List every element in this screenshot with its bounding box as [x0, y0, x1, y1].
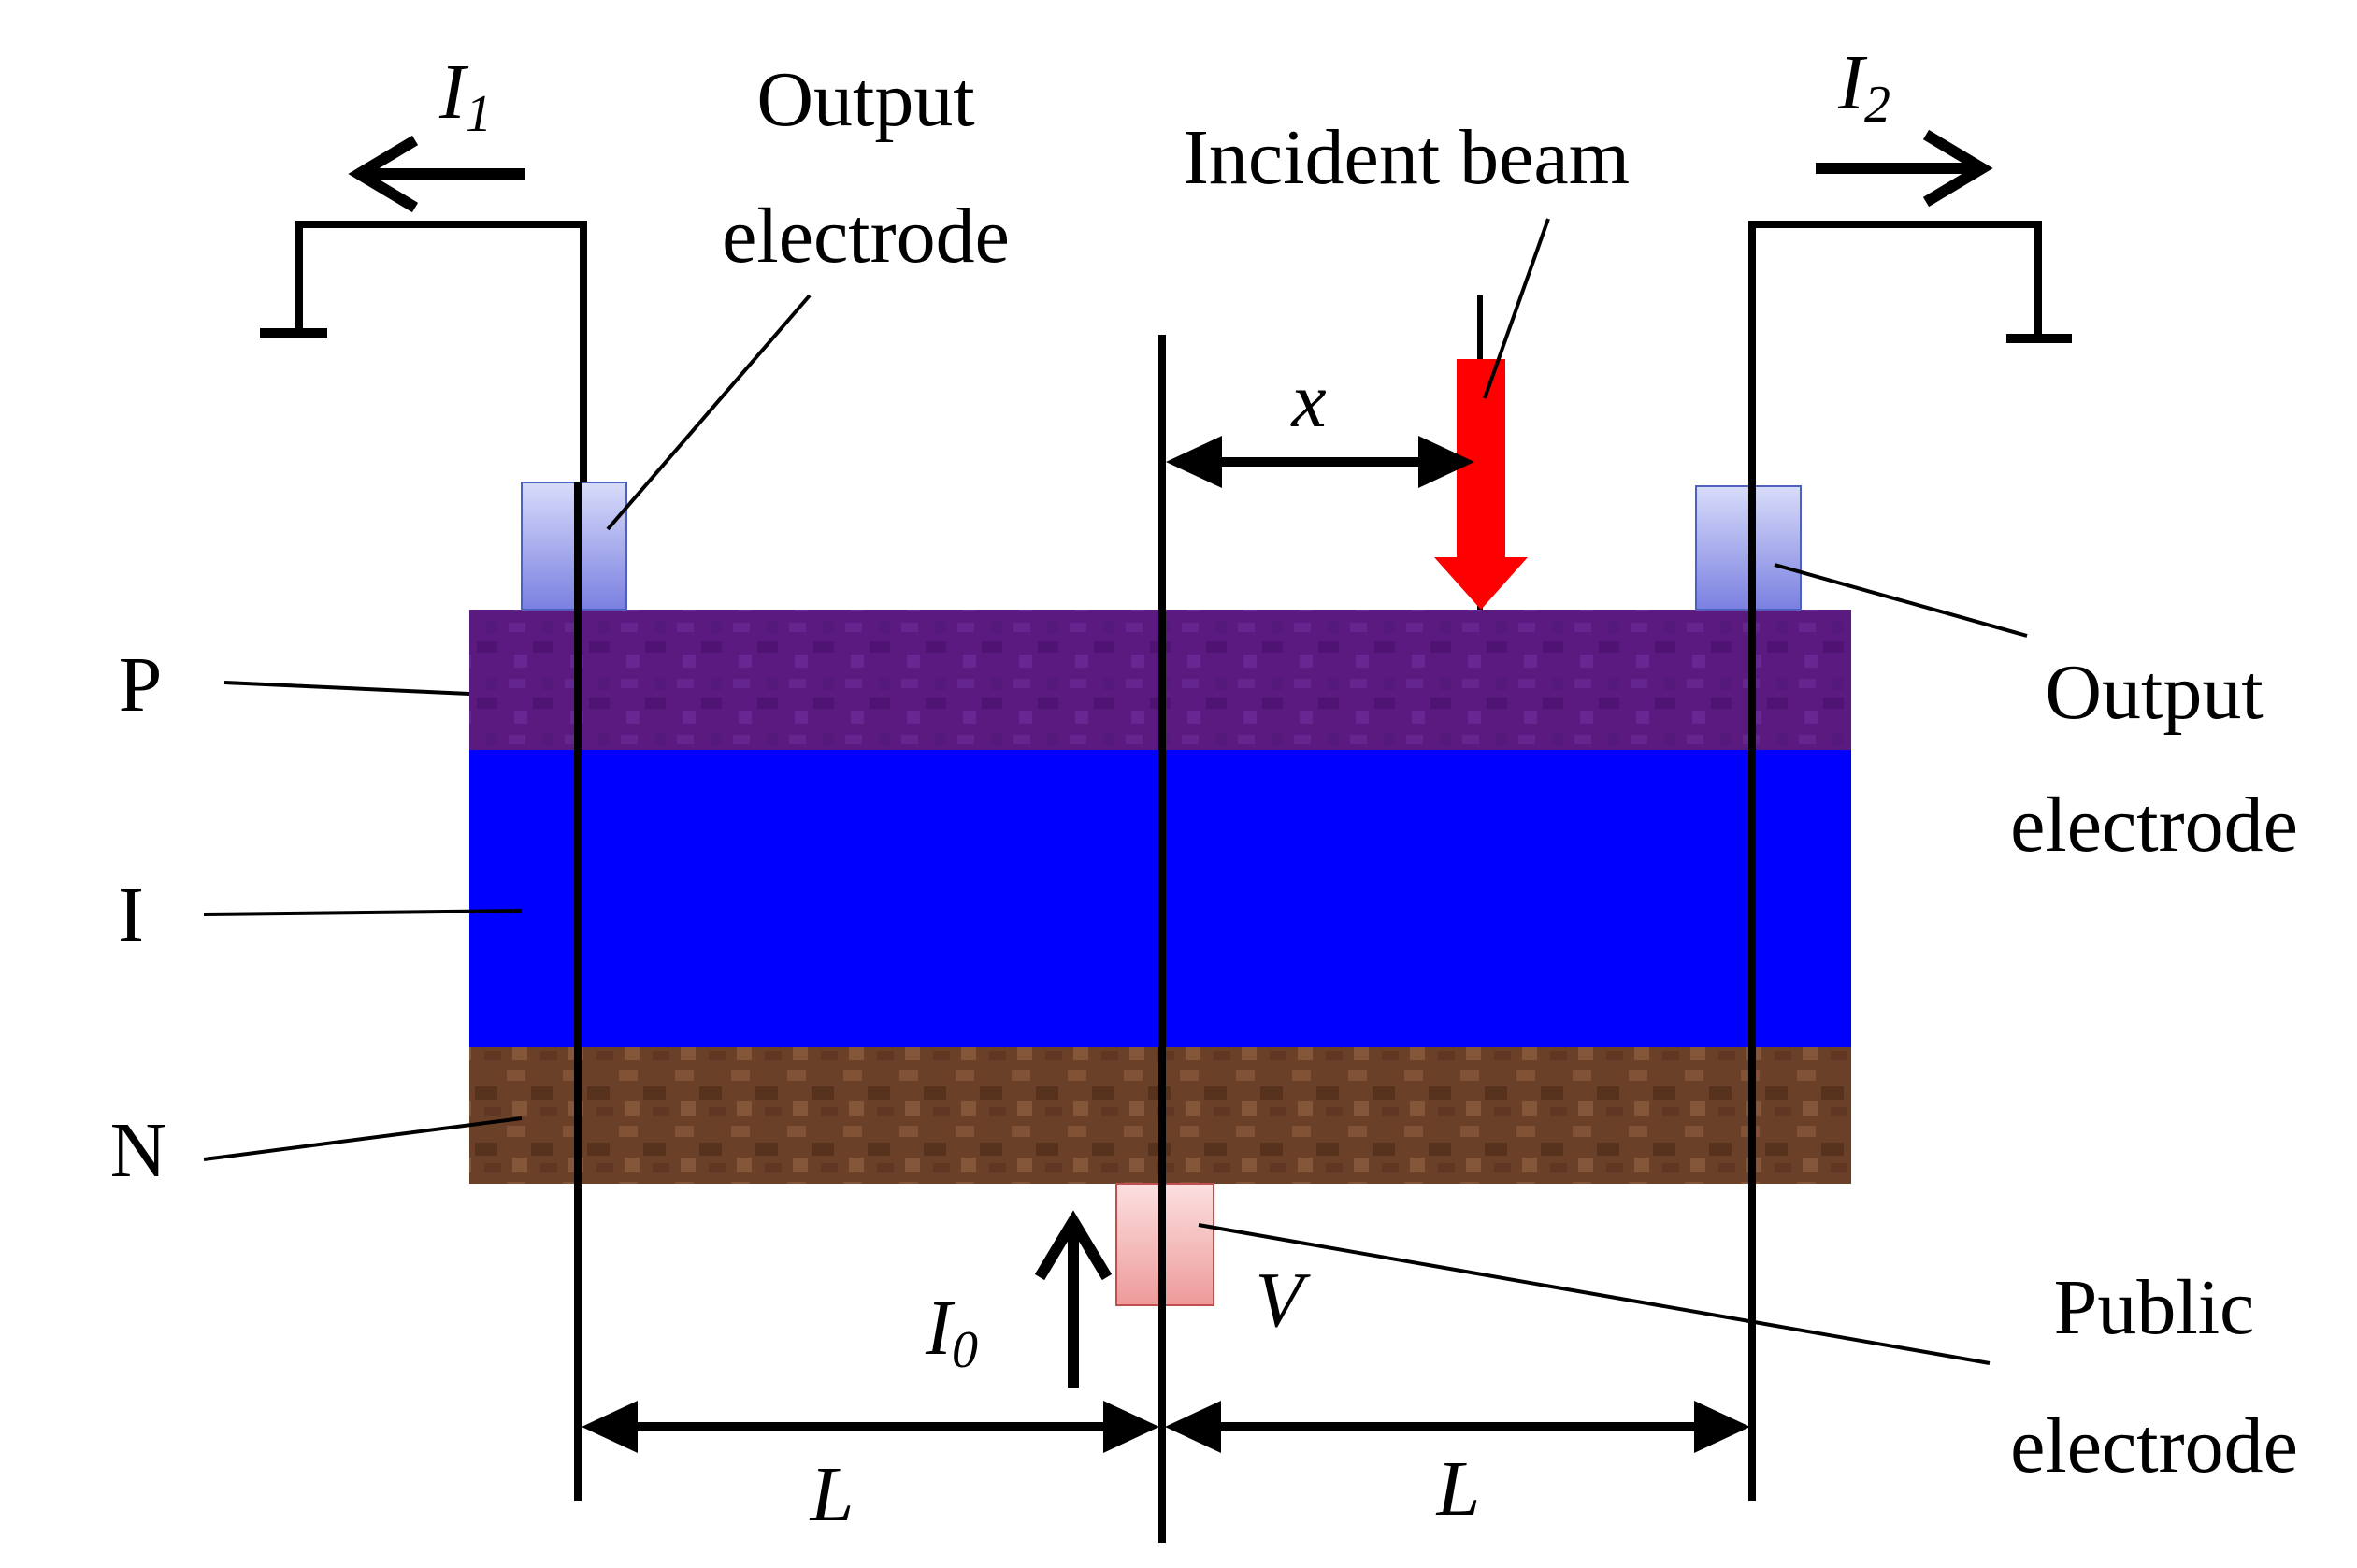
l-right-symbol: L [1436, 1446, 1481, 1532]
l-left-dimension-arrow [582, 1401, 1159, 1453]
leader-output-electrode-left [606, 294, 812, 531]
x-dimension-arrow [1166, 436, 1474, 488]
leader-p [223, 681, 470, 696]
layer-p-label: P [119, 641, 163, 728]
l-left-symbol: L [810, 1451, 855, 1538]
leader-output-electrode-right [1774, 563, 2028, 638]
left-output-wire [295, 221, 587, 482]
i1-arrow [348, 135, 525, 213]
layer-i-label: I [118, 871, 144, 958]
output-electrode-right-label-line2: electrode [2010, 782, 2298, 869]
l-right-dimension-arrow [1165, 1401, 1750, 1453]
incident-beam-arrow [1434, 359, 1528, 610]
leader-i [203, 909, 523, 916]
i0-arrow [1034, 1210, 1113, 1388]
right-output-wire [1748, 221, 2042, 486]
v-symbol: V [1255, 1257, 1311, 1344]
public-electrode-label-line1: Public [2054, 1264, 2255, 1351]
leader-incident-beam [1483, 218, 1550, 399]
i0-symbol: I0 [925, 1285, 978, 1379]
i1-symbol: I1 [438, 49, 492, 143]
i2-arrow [1816, 129, 1993, 208]
incident-beam-label: Incident beam [1183, 114, 1630, 201]
output-electrode-right-label-line1: Output [2045, 649, 2263, 736]
i2-symbol: I2 [1837, 39, 1890, 134]
public-electrode-label-line2: electrode [2010, 1403, 2298, 1489]
x-symbol: x [1289, 357, 1326, 444]
output-electrode-left-label-line2: electrode [722, 193, 1010, 280]
leader-n [203, 1116, 523, 1161]
layer-n-label: N [110, 1107, 167, 1194]
output-electrode-left-label-line1: Output [756, 56, 974, 143]
leader-public-electrode [1198, 1223, 1991, 1365]
